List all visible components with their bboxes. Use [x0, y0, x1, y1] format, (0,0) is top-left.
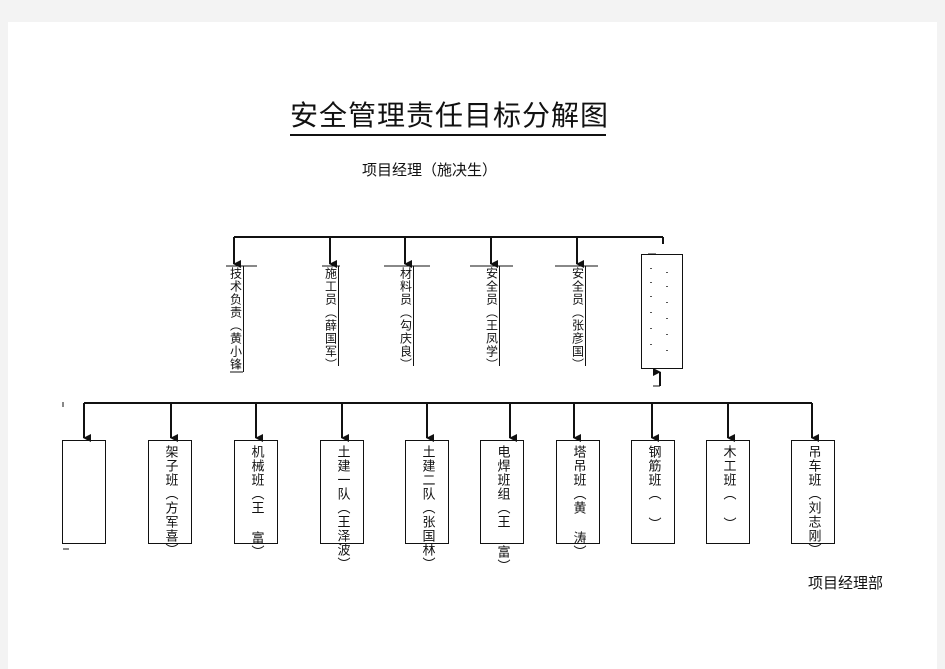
team-node-unlabeled [62, 440, 106, 544]
faded-text-marks [648, 262, 678, 358]
manager-node-construction-officer: 施工员（薛国军） [323, 266, 339, 371]
team-node-label: 木工班（ ） [720, 445, 736, 531]
team-node-machinery: 机械班（王 富） [234, 440, 278, 559]
team-node-civil-team-1: 土建一队（王泽波） [320, 440, 364, 571]
manager-node-safety-officer-1: 安全员（王凤学） [484, 266, 500, 371]
root-node-project-manager: 项目经理（施决生） [362, 161, 498, 179]
manager-node-label: 技术负责（黄小锋 [228, 267, 243, 371]
manager-node-label: 安全员（张彦国） [570, 267, 585, 371]
manager-node-technical-lead: 技术负责（黄小锋 [228, 266, 244, 372]
team-node-label: 架子班（方军喜） [162, 445, 178, 557]
team-node-civil-team-2: 土建二队（张国林） [405, 440, 449, 571]
manager-node-label: 施工员（薛国军） [323, 267, 338, 371]
team-node-scaffolding: 架子班（方军喜） [148, 440, 192, 557]
team-node-label: 钢筋班（ ） [645, 445, 661, 531]
team-node-rebar: 钢筋班（ ） [631, 440, 675, 544]
manager-node-unlabeled [641, 254, 683, 369]
team-node-label: 吊车班（刘志刚） [805, 445, 821, 557]
manager-node-label: 安全员（王凤学） [484, 267, 499, 371]
manager-node-label: 材料员（勾庆良） [398, 267, 413, 371]
team-node-label: 土建二队（张国林） [419, 445, 435, 571]
document-page [8, 22, 937, 669]
manager-node-safety-officer-2: 安全员（张彦国） [570, 266, 586, 371]
page-title: 安全管理责任目标分解图 [290, 98, 608, 136]
team-node-label: 塔吊班（黄 涛） [570, 445, 586, 559]
team-node-label: 电焊班组（王 富） [494, 445, 510, 573]
team-node-label: 机械班（王 富） [248, 445, 264, 559]
manager-node-materials-officer: 材料员（勾庆良） [398, 266, 414, 371]
team-node-label: 土建一队（王泽波） [334, 445, 350, 571]
team-node-welding: 电焊班组（王 富） [480, 440, 524, 573]
team-node-tower-crane: 塔吊班（黄 涛） [556, 440, 600, 559]
department-signature: 项目经理部 [808, 574, 884, 592]
team-node-crane-truck: 吊车班（刘志刚） [791, 440, 835, 557]
team-node-carpentry: 木工班（ ） [706, 440, 750, 544]
